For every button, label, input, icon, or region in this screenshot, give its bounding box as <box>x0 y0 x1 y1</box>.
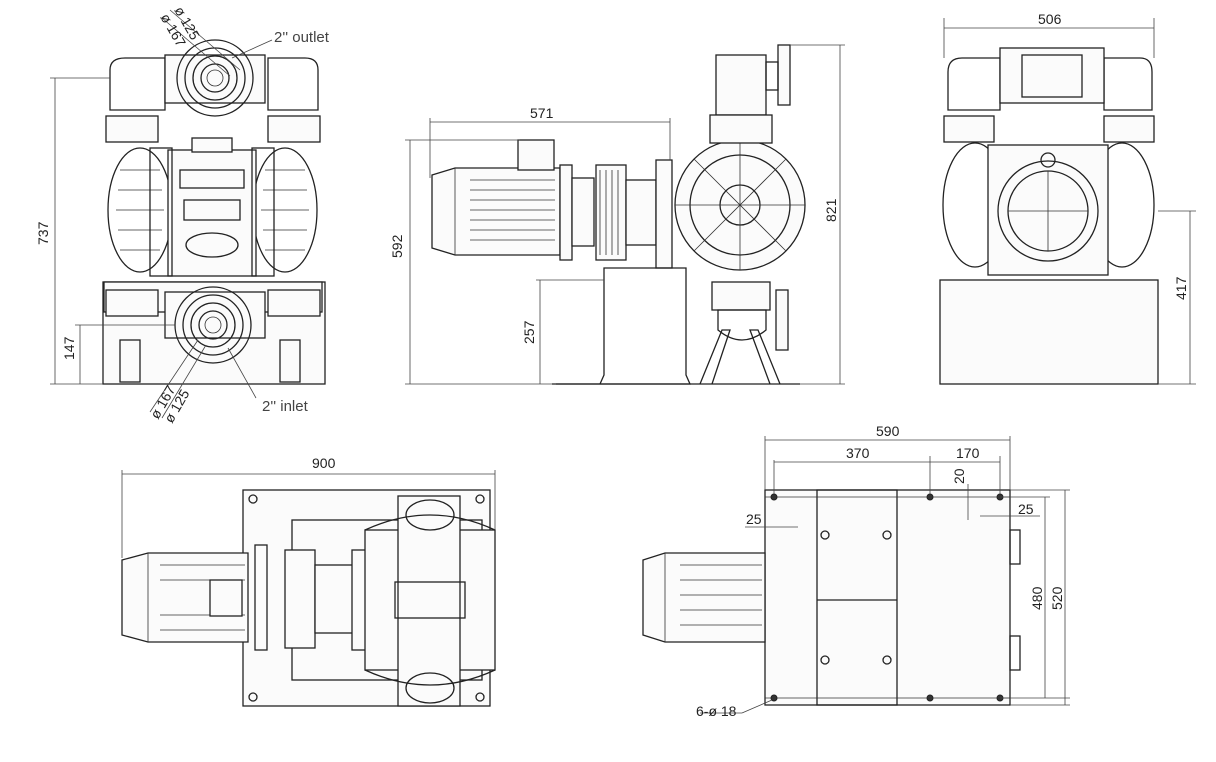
plan-20-dim: 20 <box>951 468 967 484</box>
top-length-dim: 900 <box>312 455 336 471</box>
side-length-dim: 571 <box>530 105 554 121</box>
plan-25-left-dim: 25 <box>746 511 762 527</box>
plan-25-right-dim: 25 <box>1018 501 1034 517</box>
rear-width-dim: 506 <box>1038 11 1062 27</box>
side-view <box>405 44 845 385</box>
rear-height-dim: 417 <box>1173 276 1189 300</box>
inlet-label: 2'' inlet <box>262 398 309 415</box>
front-height-dim: 737 <box>35 221 51 245</box>
total-height-dim: 821 <box>823 198 839 222</box>
rear-view <box>939 18 1196 385</box>
plan-length-dim: 590 <box>876 423 900 439</box>
plan-370-dim: 370 <box>846 445 870 461</box>
mounting-holes-label: 6-ø 18 <box>696 703 737 719</box>
plan-520-dim: 520 <box>1049 586 1065 610</box>
outlet-label: 2'' outlet <box>274 29 330 46</box>
side-height-dim: 592 <box>389 234 405 258</box>
top-view <box>121 470 496 707</box>
base-height-dim: 257 <box>521 320 537 344</box>
front-view <box>50 9 326 419</box>
plan-480-dim: 480 <box>1029 586 1045 610</box>
plan-170-dim: 170 <box>956 445 980 461</box>
inlet-height-dim: 147 <box>61 336 77 360</box>
plan-view <box>642 436 1070 714</box>
